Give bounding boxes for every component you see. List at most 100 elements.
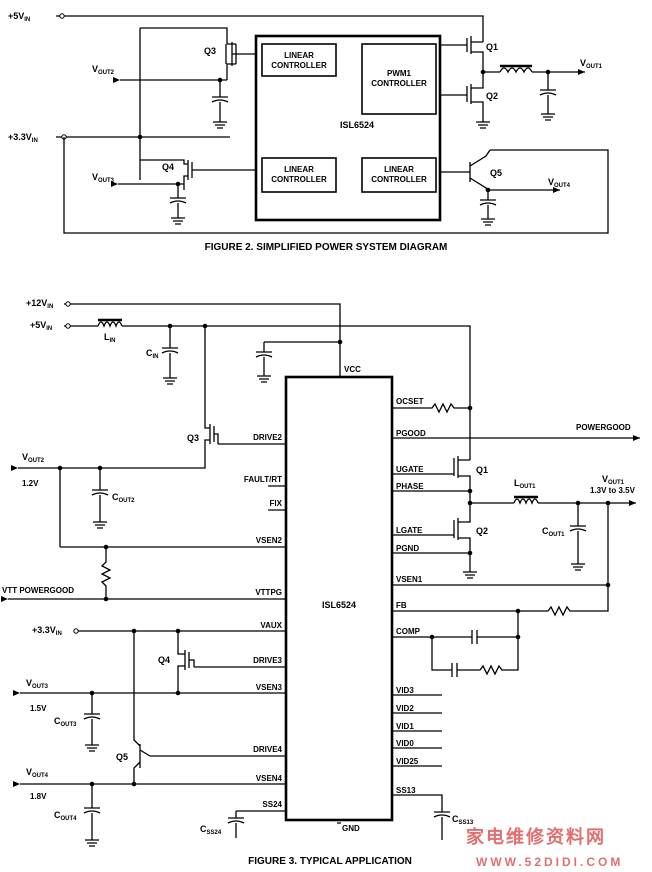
watermark-url: WWW.52DIDI.COM — [476, 855, 623, 869]
fig3-lin-label: LIN — [104, 332, 116, 344]
fig2-vout4-label: VOUT4 — [548, 177, 571, 189]
fig3-cin-label: CIN — [146, 348, 159, 360]
fig2-q1-mosfet — [440, 36, 484, 72]
fig3-vtt-powergood-label: VTT POWERGOOD — [2, 586, 74, 595]
fig3-q2-label: Q2 — [476, 526, 488, 536]
fig3-css24-label: CSS24 — [200, 824, 222, 836]
fig2-chip-name: ISL6524 — [340, 120, 374, 130]
fig2-chip — [254, 34, 442, 222]
fig3-rail-33v-label: +3.3VIN — [32, 625, 62, 637]
fig2-linear1-text2: CONTROLLER — [271, 61, 327, 70]
fig2-return-loop — [63, 137, 609, 234]
fig2-vout4-cap — [479, 190, 497, 226]
fig3-12v-rail — [64, 303, 341, 377]
fig3-pin-vttpg: VTTPG — [255, 588, 282, 597]
figure-3: ISL6524 +12VIN +5VIN LIN CIN VCC DRIVE2 … — [1, 298, 640, 867]
fig3-vsen1-wire — [392, 503, 609, 586]
fig3-pin-fix: FIX — [270, 499, 283, 508]
fig3-pin-vaux: VAUX — [260, 621, 282, 630]
fig3-vout3-value: 1.5V — [30, 704, 47, 713]
fig3-cout2-label: COUT2 — [112, 492, 135, 504]
fig3-lout1-inductor — [513, 498, 539, 505]
fig3-vtt-pullup-resistor — [100, 547, 112, 599]
fig2-q1-label: Q1 — [486, 42, 498, 52]
fig2-q2-mosfet — [440, 72, 490, 129]
fig3-cout3-cap — [83, 693, 101, 752]
fig3-q3-mosfet — [60, 326, 219, 469]
fig2-linear3-text2: CONTROLLER — [371, 175, 427, 184]
fig3-gnd-symbol — [335, 819, 343, 824]
fig3-cout1-label: COUT1 — [542, 526, 565, 538]
fig2-5v-rail — [56, 15, 484, 42]
fig3-vout3-label: VOUT3 — [26, 678, 49, 690]
fig2-vout2-label: VOUT2 — [92, 64, 115, 76]
fig3-cout2-cap — [91, 468, 109, 529]
fig2-q3-label: Q3 — [204, 46, 216, 56]
fig2-rail-33v-label: +3.3VIN — [8, 132, 38, 144]
fig3-ss24-cap — [227, 810, 286, 838]
fig3-cout1-cap — [569, 503, 587, 571]
fig3-rail-12v-label: +12VIN — [26, 298, 53, 310]
fig3-pin-drive4: DRIVE4 — [253, 745, 282, 754]
fig3-pin-pgood: PGOOD — [396, 429, 426, 438]
fig3-lout1-label: LOUT1 — [514, 478, 536, 490]
fig3-chip — [284, 375, 394, 822]
fig2-q3-drain-wire — [140, 27, 228, 44]
fig3-vcc-cap — [255, 342, 273, 383]
fig3-pin-gnd: GND — [342, 824, 360, 833]
fig2-vout3-cap — [169, 184, 187, 225]
fig2-vout1-label: VOUT1 — [580, 58, 603, 70]
fig3-pin-lgate: LGATE — [396, 526, 423, 535]
fig2-q5-bjt — [440, 149, 491, 193]
fig2-vout2-cap — [211, 80, 229, 129]
fig3-pin-drive3: DRIVE3 — [253, 656, 282, 665]
fig3-pin-vid2: VID2 — [396, 704, 414, 713]
fig3-chip-name: ISL6524 — [322, 600, 356, 610]
fig3-pin-vid3: VID3 — [396, 686, 414, 695]
fig2-pwm-text2: CONTROLLER — [371, 79, 427, 88]
fig3-ss13-cap — [392, 794, 451, 840]
fig3-vout2-label: VOUT2 — [22, 452, 45, 464]
fig3-q4-label: Q4 — [158, 655, 170, 665]
fig3-pin-fb: FB — [396, 601, 407, 610]
fig3-q5-label: Q5 — [116, 752, 128, 762]
fig2-linear-controller-2 — [261, 157, 337, 193]
fig3-pin-ocset: OCSET — [396, 397, 424, 406]
fig3-powergood-label: POWERGOOD — [576, 423, 631, 432]
fig3-pin-vid1: VID1 — [396, 722, 414, 731]
fig3-q5-bjt — [133, 631, 151, 784]
fig3-caption: FIGURE 3. TYPICAL APPLICATION — [248, 856, 412, 867]
fig3-q4-mosfet — [177, 631, 195, 693]
fig3-pin-vcc: VCC — [344, 365, 361, 374]
fig2-q4-label: Q4 — [162, 162, 174, 172]
fig2-rail-5v-label: +5VIN — [8, 11, 30, 23]
fig3-q2-mosfet — [453, 503, 477, 579]
fig3-ocset-resistor — [392, 402, 470, 414]
fig3-vout2-value: 1.2V — [22, 479, 39, 488]
fig3-vout4-label: VOUT4 — [26, 767, 49, 779]
fig3-pin-drive2: DRIVE2 — [253, 433, 282, 442]
fig2-pwm-text1: PWM1 — [387, 69, 412, 78]
watermark-cn: 家电维修资料网 — [466, 826, 606, 847]
figure-2: +5VIN +3.3VIN ISL6524 LINEAR CONTROLLER … — [8, 11, 609, 253]
fig3-vout1-range: 1.3V to 3.5V — [590, 486, 636, 495]
fig3-rail-5v-label: +5VIN — [30, 320, 52, 332]
fig3-lin-inductor — [97, 321, 123, 328]
fig3-pin-vsen1: VSEN1 — [396, 575, 423, 584]
fig3-cout4-label: COUT4 — [54, 810, 77, 822]
fig3-cout3-label: COUT3 — [54, 716, 77, 728]
fig3-pin-ugate: UGATE — [396, 465, 424, 474]
fig2-linear2-text2: CONTROLLER — [271, 175, 327, 184]
fig3-pin-pgnd: PGND — [396, 544, 419, 553]
fig2-q2-label: Q2 — [486, 91, 498, 101]
fig3-comp-rc-network — [431, 637, 519, 677]
fig3-pin-phase: PHASE — [396, 482, 424, 491]
fig3-q1-label: Q1 — [476, 465, 488, 475]
fig3-pin-fault: FAULT/RT — [244, 475, 282, 484]
fig2-q4-mosfet — [140, 159, 256, 190]
fig3-q3-label: Q3 — [187, 433, 199, 443]
fig3-cout4-cap — [83, 784, 101, 847]
fig3-pin-vid25: VID25 — [396, 757, 419, 766]
fig2-pwm-controller — [361, 43, 437, 115]
fig3-cin-cap — [161, 326, 179, 385]
